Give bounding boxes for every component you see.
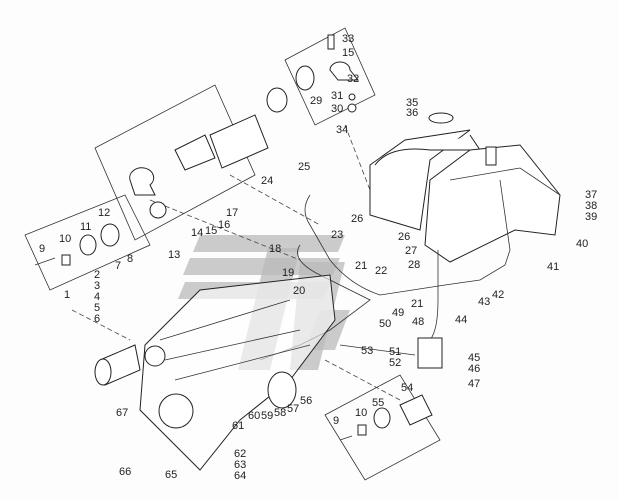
panel-bracket-kit-bottom: [324, 374, 441, 481]
panel-clamp-kit-top: [284, 27, 376, 126]
callout-35: 35: [406, 97, 419, 109]
callout-67: 67: [116, 407, 129, 419]
callout-26b: 26: [398, 231, 411, 243]
callout-66: 66: [119, 466, 132, 478]
filter-element: [209, 114, 269, 169]
callout-42: 42: [492, 289, 505, 301]
callout-64: 64: [234, 470, 247, 482]
callout-59: 59: [261, 410, 274, 422]
callout-6: 6: [94, 313, 101, 325]
callout-54: 54: [401, 382, 414, 394]
fuel-tank-left: [369, 129, 481, 231]
callout-27: 27: [405, 245, 418, 257]
callout-47: 47: [468, 378, 481, 390]
callout-44: 44: [455, 314, 468, 326]
callout-46: 46: [468, 363, 481, 375]
callout-55: 55: [372, 397, 385, 409]
callout-13: 13: [168, 249, 181, 261]
callout-36: 36: [406, 107, 419, 119]
callout-57: 57: [287, 403, 300, 415]
clamp-part: [329, 61, 360, 81]
callout-32: 32: [347, 73, 360, 85]
callout-38: 38: [585, 200, 598, 212]
callout-15: 15: [342, 47, 355, 59]
callout-10: 10: [59, 233, 72, 245]
callout-16: 16: [218, 219, 231, 231]
callout-65: 65: [165, 469, 178, 481]
callout-37: 37: [585, 189, 598, 201]
callout-18: 18: [269, 243, 282, 255]
callout-61: 61: [232, 420, 245, 432]
panel-bracket-kit-left: [24, 194, 151, 291]
callout-7: 7: [115, 260, 122, 272]
callout-48: 48: [412, 316, 425, 328]
callout-3: 3: [94, 280, 101, 292]
callout-60: 60: [248, 410, 261, 422]
callout-62: 62: [234, 448, 247, 460]
fuel-tank-right: [424, 112, 561, 263]
callout-8: 8: [127, 253, 134, 265]
callout-20: 20: [293, 285, 306, 297]
callout-21b: 21: [411, 298, 424, 310]
callout-52: 52: [389, 357, 402, 369]
callout-30: 30: [331, 103, 344, 115]
callout-53: 53: [361, 345, 374, 357]
callout-9: 9: [39, 243, 46, 255]
callout-41: 41: [547, 261, 560, 273]
callout-21: 21: [355, 260, 368, 272]
callout-33: 33: [342, 33, 355, 45]
callout-19: 19: [282, 267, 295, 279]
panel-filter-kit: [94, 84, 256, 241]
callout-1: 1: [64, 289, 71, 301]
callout-22: 22: [375, 265, 388, 277]
callout-49: 49: [392, 307, 405, 319]
callout-2: 2: [94, 269, 101, 281]
filter-canister: [417, 337, 443, 369]
callout-56: 56: [300, 395, 313, 407]
callout-28: 28: [408, 259, 421, 271]
callout-34: 34: [336, 124, 349, 136]
muffler: [94, 344, 141, 386]
callout-10b: 10: [355, 407, 368, 419]
callout-58: 58: [274, 407, 287, 419]
callout-26: 26: [351, 213, 364, 225]
callout-39: 39: [585, 211, 598, 223]
hose-part: [399, 394, 433, 426]
callout-45: 45: [468, 352, 481, 364]
callout-31: 31: [331, 90, 344, 102]
callout-4: 4: [94, 291, 101, 303]
callout-25: 25: [298, 161, 311, 173]
callout-14: 14: [191, 227, 204, 239]
callout-12: 12: [98, 207, 111, 219]
callout-63: 63: [234, 459, 247, 471]
callout-40: 40: [576, 238, 589, 250]
callout-29: 29: [310, 95, 323, 107]
engine-block: [139, 274, 336, 471]
callout-43: 43: [478, 296, 491, 308]
callout-24: 24: [261, 175, 274, 187]
callout-11: 11: [80, 221, 92, 233]
callout-9b: 9: [333, 415, 340, 427]
callout-5: 5: [94, 302, 101, 314]
callout-17: 17: [226, 207, 239, 219]
callout-51: 51: [389, 346, 402, 358]
callout-50: 50: [379, 318, 392, 330]
callout-15b: 15: [205, 225, 218, 237]
bushing-part: [295, 65, 315, 91]
callout-23: 23: [331, 229, 344, 241]
